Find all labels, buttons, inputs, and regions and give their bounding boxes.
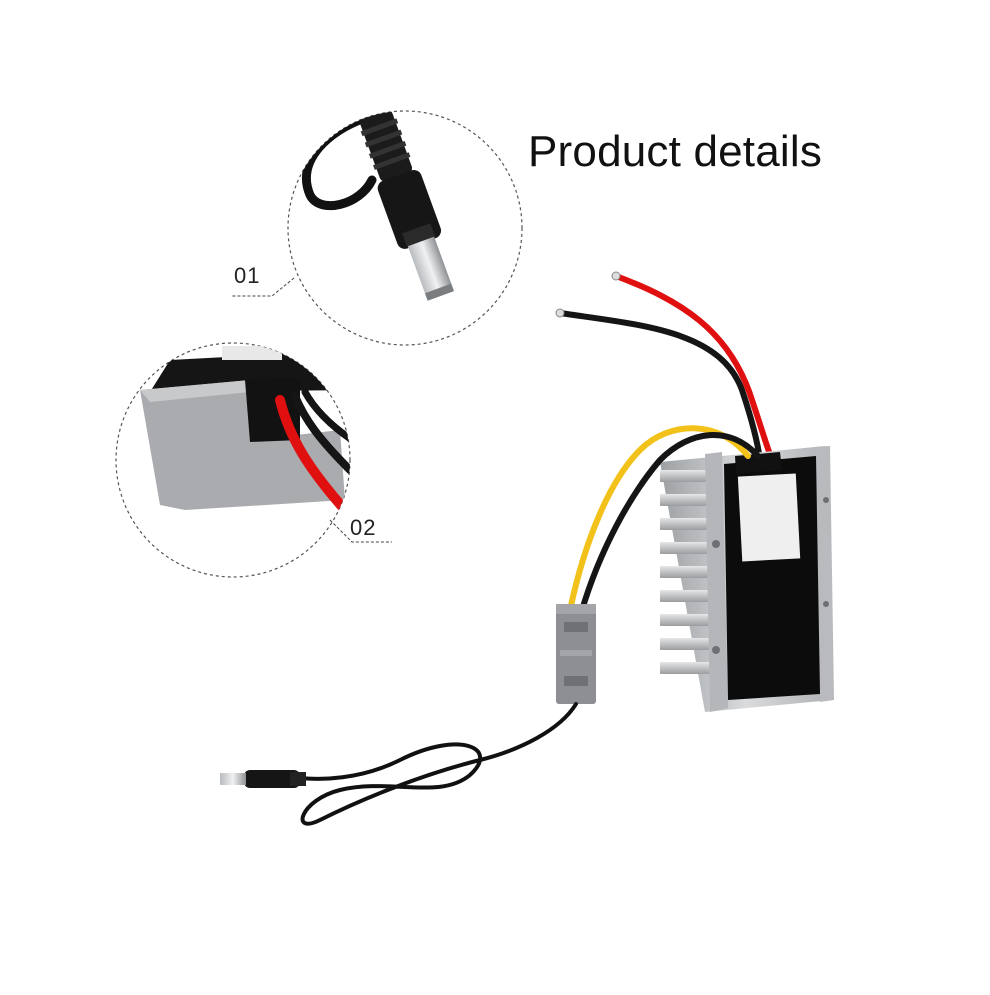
zoom-circle-wire-exit [115,342,392,578]
inline-connector [556,604,596,704]
zoom-circle-dc-plug [232,110,523,346]
output-dc-plug [220,770,306,788]
heatsink-fins [660,470,715,674]
converter-module [220,271,834,826]
callout-label-01: 01 [234,263,261,288]
page-title: Product details [528,127,823,176]
callout-label-02: 02 [350,515,377,540]
